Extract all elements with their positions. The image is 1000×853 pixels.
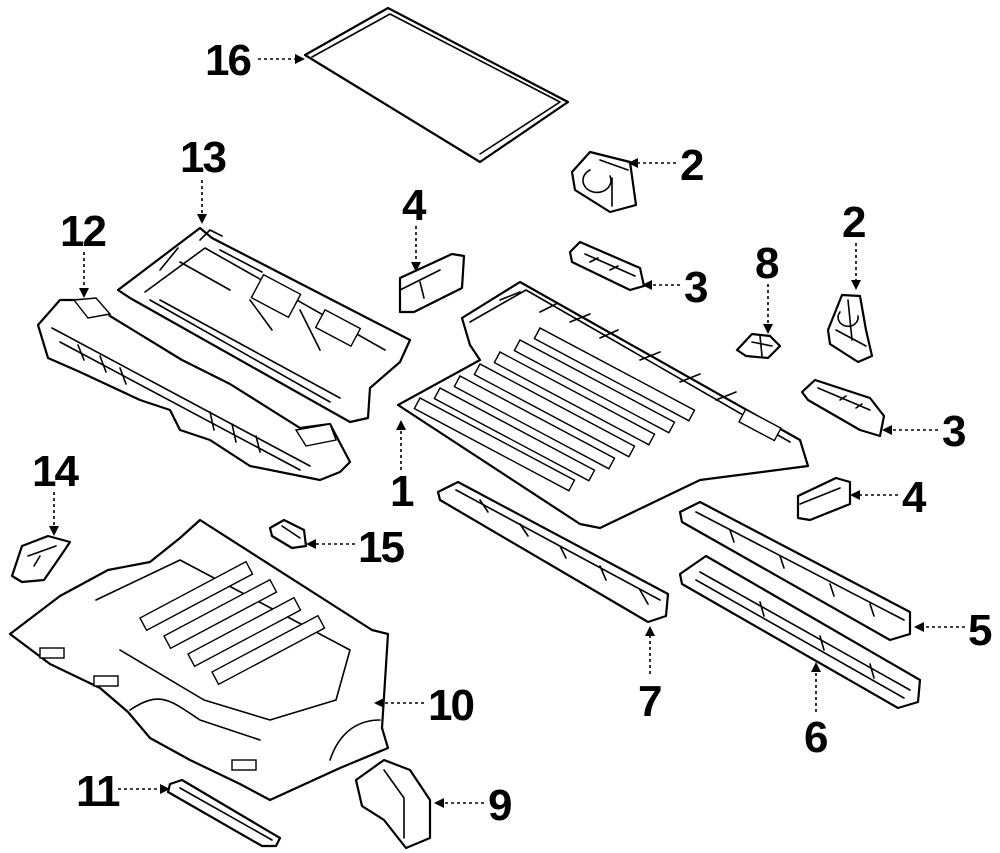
callout-1: 1 <box>390 467 414 516</box>
callout-16: 16 <box>205 36 250 85</box>
part-11-strip <box>166 778 282 848</box>
callout-15: 15 <box>358 523 404 572</box>
callout-7: 7 <box>638 677 661 726</box>
callout-5: 5 <box>968 606 992 655</box>
callout-11: 11 <box>76 767 120 816</box>
part-8-clip <box>735 332 782 360</box>
part-16-panel <box>303 6 570 164</box>
part-2-right-bracket <box>826 293 874 364</box>
callout-4-lower: 4 <box>902 473 927 522</box>
part-13-seat-pan <box>116 226 412 424</box>
part-4-upper-gusset <box>398 252 466 314</box>
part-7-side-rail <box>436 480 670 624</box>
callout-13: 13 <box>180 133 225 182</box>
callout-3-upper: 3 <box>684 263 707 312</box>
callout-12: 12 <box>60 207 105 256</box>
callout-10: 10 <box>428 681 473 730</box>
part-6-side-rail <box>678 554 922 710</box>
callout-6: 6 <box>804 713 827 762</box>
part-12-rear-panel <box>36 297 352 482</box>
leader-lines <box>49 54 965 808</box>
callout-3-right: 3 <box>942 407 965 456</box>
part-3-upper-reinforcement <box>568 240 646 292</box>
part-10-front-floor <box>8 518 390 802</box>
part-4-lower-gusset <box>796 476 852 522</box>
callout-2-upper: 2 <box>680 141 703 190</box>
part-15-clip <box>268 518 308 550</box>
part-1-rear-floor <box>396 280 810 530</box>
callout-9: 9 <box>488 781 511 830</box>
callout-2-right: 2 <box>842 198 865 247</box>
callout-14: 14 <box>32 447 79 496</box>
part-14-bracket <box>10 534 72 584</box>
callout-labels: 16 13 12 4 2 3 8 2 3 1 4 14 15 5 7 6 10 … <box>32 36 994 830</box>
callout-4-upper: 4 <box>402 181 427 230</box>
part-9-bracket <box>354 758 432 850</box>
callout-8: 8 <box>755 239 779 288</box>
part-5-side-rail <box>678 500 912 642</box>
part-3-right-reinforcement <box>800 378 886 438</box>
part-2-upper-bracket <box>570 150 638 214</box>
